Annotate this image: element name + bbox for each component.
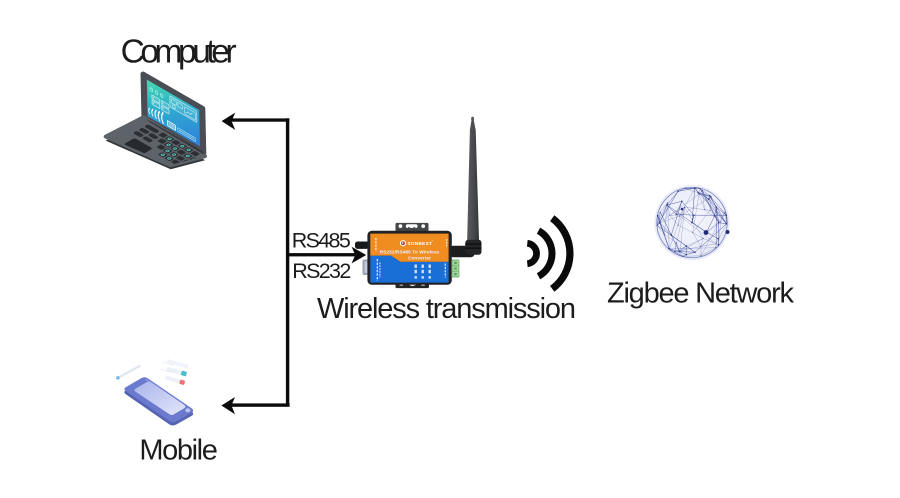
svg-text:RS485: RS485 — [292, 229, 351, 253]
svg-text:Zigbee Network: Zigbee Network — [607, 278, 795, 310]
svg-text:Converter: Converter — [408, 256, 431, 261]
svg-text:SONBEST: SONBEST — [408, 241, 433, 246]
svg-text:Wireless transmission: Wireless transmission — [317, 293, 576, 325]
svg-text:RS232/RS485 To Wireless: RS232/RS485 To Wireless — [380, 250, 440, 255]
svg-text:®: ® — [432, 240, 434, 243]
svg-text:Mobile: Mobile — [139, 434, 218, 466]
svg-text:Computer: Computer — [121, 33, 237, 70]
svg-text:RS232: RS232 — [292, 259, 351, 283]
